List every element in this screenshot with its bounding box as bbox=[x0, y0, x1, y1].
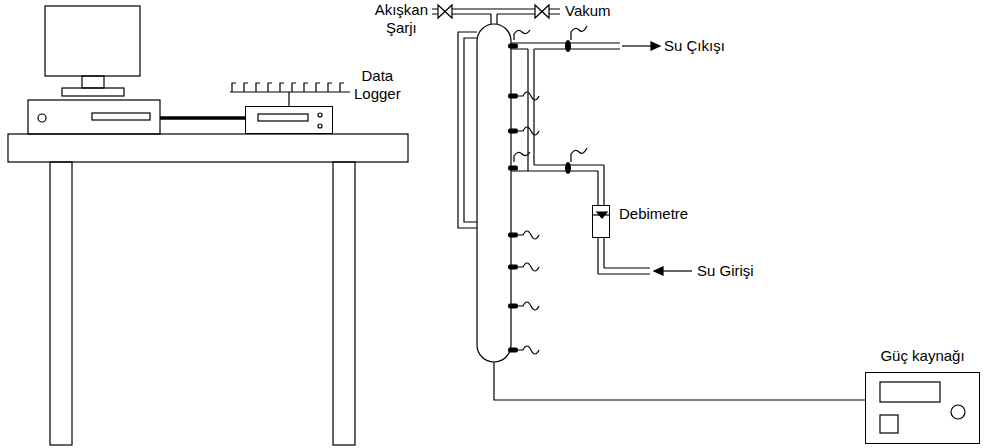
thermocouple bbox=[508, 265, 518, 270]
table-leg bbox=[50, 162, 72, 445]
thermocouple bbox=[508, 166, 518, 171]
water-outlet-pipe bbox=[511, 43, 620, 49]
flow-arrow bbox=[662, 270, 692, 271]
power-supply-box: Güç kaynağı bbox=[865, 372, 980, 444]
flow-arrow bbox=[622, 45, 652, 46]
flowmeter-float bbox=[597, 212, 607, 218]
thermocouple-leads bbox=[232, 83, 344, 92]
probe-bus bbox=[230, 91, 350, 92]
charge-tube bbox=[491, 14, 497, 24]
monitor bbox=[45, 6, 140, 76]
thermocouple bbox=[508, 129, 518, 134]
flow-arrow bbox=[654, 267, 663, 275]
power-knob bbox=[951, 405, 965, 419]
label-holder: Su Girişi bbox=[697, 262, 754, 280]
cooling-jacket bbox=[528, 49, 534, 171]
flow-label: Su Girişi bbox=[697, 262, 754, 280]
label-holder: Su Çıkışı bbox=[664, 37, 725, 55]
data-cable bbox=[160, 116, 245, 120]
water-inlet-pipe bbox=[598, 238, 650, 274]
table-top bbox=[8, 134, 408, 162]
computer-case bbox=[28, 100, 160, 134]
device-label: Debimetre bbox=[619, 205, 688, 223]
water-inlet-pipe bbox=[511, 165, 604, 205]
thermocouple bbox=[508, 233, 518, 238]
flow-label: Su Çıkışı bbox=[664, 37, 725, 55]
power-display bbox=[880, 382, 940, 402]
thermocouple bbox=[508, 348, 518, 353]
table-leg bbox=[333, 162, 355, 445]
valve-label: Vakum bbox=[565, 2, 611, 20]
thermocouple bbox=[508, 304, 518, 309]
label-holder: Vakum bbox=[565, 2, 611, 20]
bypass-tube bbox=[458, 32, 477, 228]
thermocouple bbox=[508, 44, 518, 49]
valve-symbol bbox=[438, 5, 452, 18]
monitor-neck bbox=[82, 76, 104, 88]
device-label: Güç kaynağı bbox=[880, 347, 964, 365]
label-holder: Akışkan Şarjı bbox=[375, 1, 428, 37]
flowmeter-box: Debimetre bbox=[592, 205, 610, 238]
monitor-base bbox=[62, 88, 124, 96]
valve-label: Akışkan Şarjı bbox=[375, 1, 428, 37]
logger-knob bbox=[318, 124, 322, 128]
thermocouple bbox=[565, 162, 571, 174]
probe-bus bbox=[288, 92, 289, 106]
valve-symbol bbox=[535, 5, 549, 18]
logger-display bbox=[258, 114, 308, 121]
logger-knob bbox=[318, 113, 322, 117]
power-button bbox=[38, 114, 46, 122]
thermocouple bbox=[565, 40, 571, 52]
device-label: Data Logger bbox=[354, 67, 401, 103]
flow-arrow bbox=[651, 42, 660, 50]
heat-pipe bbox=[477, 24, 511, 362]
power-switch bbox=[880, 415, 898, 433]
power-wire bbox=[494, 362, 865, 400]
data-logger-box: Data Logger bbox=[245, 106, 333, 134]
thermocouple bbox=[508, 94, 518, 99]
thermocouple-lead bbox=[514, 26, 587, 162]
drive-slot bbox=[92, 113, 150, 120]
